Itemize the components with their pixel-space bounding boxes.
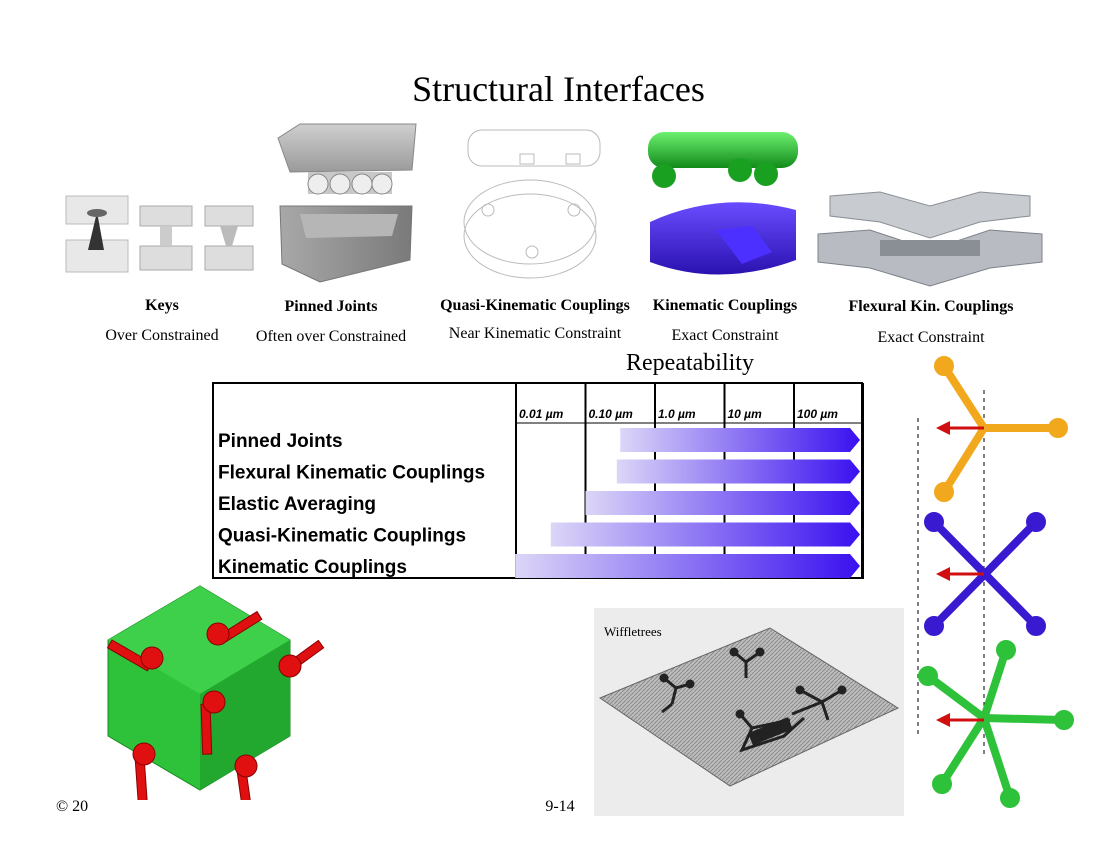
column-header: 10 µm xyxy=(728,407,763,421)
column-header: 0.10 µm xyxy=(589,407,634,421)
pin-icon xyxy=(106,639,164,672)
coupling-name-pinned: Pinned Joints xyxy=(284,298,378,315)
row-label: Flexural Kinematic Couplings xyxy=(218,463,485,484)
four-point-diagram xyxy=(924,512,1046,636)
column-header: 0.01 µm xyxy=(519,407,564,421)
row-label: Pinned Joints xyxy=(218,431,343,452)
repeatability-title: Repeatability xyxy=(626,350,754,376)
repeatability-bar xyxy=(616,459,860,484)
repeatability-bar xyxy=(515,554,860,578)
coupling-constraint-keys: Over Constrained xyxy=(105,327,219,344)
coupling-constraint-quasi: Near Kinematic Constraint xyxy=(448,325,622,342)
pin-icon xyxy=(278,639,325,678)
coupling-constraint-flexural: Exact Constraint xyxy=(877,329,985,346)
repeatability-bar xyxy=(620,428,860,452)
flexural-kinematic-illustration xyxy=(817,191,1043,287)
repeatability-chart: 0.01 µm 0.10 µm 1.0 µm 10 µm 100 µm Pinned J… xyxy=(212,382,864,579)
quasi-kinematic-illustration xyxy=(463,129,601,279)
coupling-name-keys: Keys xyxy=(145,297,179,314)
copyright-text: © 20 xyxy=(56,798,89,815)
repeatability-bar xyxy=(585,491,860,515)
arrow-icon xyxy=(936,421,984,727)
couplings-illustrations xyxy=(65,123,1043,287)
pin-icon xyxy=(200,690,226,755)
column-header: 100 µm xyxy=(797,407,838,421)
row-label: Elastic Averaging xyxy=(218,494,376,515)
five-point-diagram xyxy=(918,640,1074,808)
coupling-constraint-pinned: Often over Constrained xyxy=(255,328,407,345)
coupling-name-kinematic: Kinematic Couplings xyxy=(652,297,798,314)
three-point-diagram xyxy=(934,356,1068,502)
pin-icon xyxy=(234,754,258,800)
row-label: Quasi-Kinematic Couplings xyxy=(218,526,466,547)
page-number: 9-14 xyxy=(545,798,575,815)
force-diagrams xyxy=(917,356,1074,808)
pin-icon xyxy=(132,742,156,800)
cube-illustration xyxy=(106,585,325,800)
coupling-name-flexural: Flexural Kin. Couplings xyxy=(848,298,1014,315)
repeatability-bar xyxy=(550,522,860,547)
pin-icon xyxy=(206,610,263,646)
keys-illustration xyxy=(65,195,254,273)
coupling-name-quasi: Quasi-Kinematic Couplings xyxy=(440,297,630,314)
wiffletrees-panel: Wiffletrees xyxy=(594,608,904,816)
row-label: Kinematic Couplings xyxy=(218,557,407,578)
coupling-constraint-kinematic: Exact Constraint xyxy=(671,327,779,344)
column-header: 1.0 µm xyxy=(658,407,696,421)
slide-title: Structural Interfaces xyxy=(412,69,705,109)
pinned-joints-illustration xyxy=(277,123,417,283)
kinematic-illustration xyxy=(648,132,798,275)
wiffletrees-drawing xyxy=(598,627,900,787)
wiffletrees-label: Wiffletrees xyxy=(604,624,662,639)
